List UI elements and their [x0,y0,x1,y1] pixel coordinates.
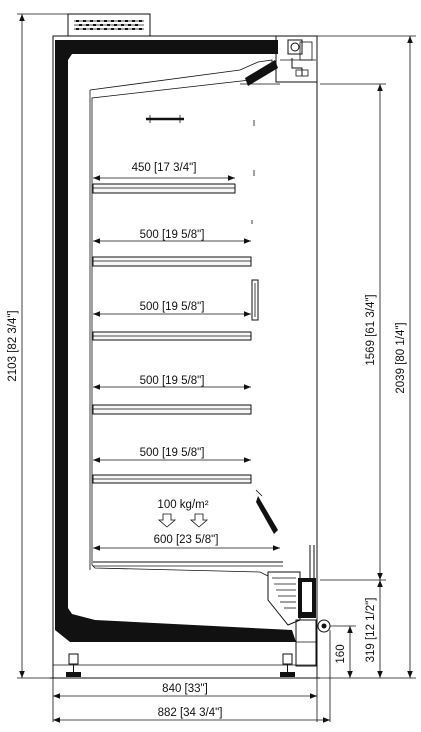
dimension-height-319: 319 [12 1/2"] [365,580,383,678]
front-deflector [255,489,278,534]
adjustable-foot-rear [66,653,81,677]
dimension-shelf-2-label: 500 [19 5/8"] [140,229,205,241]
dimension-base-deck-label: 600 [23 5/8"] [154,534,219,546]
canopy-light [146,115,184,123]
shelf-4 [92,404,252,415]
dimension-shelf-5-label: 500 [19 5/8"] [140,447,205,459]
load-arrow-left-icon [157,513,177,528]
base-deck [93,561,283,567]
adjustable-foot-front [280,653,295,677]
dimension-shelf-3: 500 [19 5/8"] [93,301,251,317]
dimension-height-1569: 1569 [61 3/4"] [320,83,386,581]
dimension-base-deck: 600 [23 5/8"] [93,534,280,551]
dimension-shelf-4-label: 500 [19 5/8"] [140,375,205,387]
dimension-depth-total: 882 [34 3/4"] [53,630,331,723]
insulated-wall [55,40,296,642]
dimension-shelf-3-label: 500 [19 5/8"] [140,301,205,313]
dimension-height-319-label: 319 [12 1/2"] [365,598,377,663]
side-ticks [251,120,255,224]
cabinet-outline [50,35,320,679]
dimension-height-total: 2103 [82 3/4"] [7,13,68,679]
load-indicator: 100 kg/m² [157,499,209,528]
dimension-shelf-1-label: 450 [17 3/4"] [132,162,197,174]
evaporator-section [267,545,316,626]
dimension-height-1569-label: 1569 [61 3/4"] [365,294,377,365]
side-bracket [251,279,259,321]
dimension-shelf-2: 500 [19 5/8"] [93,229,251,244]
dimension-height-2039-label: 2039 [80 1/4"] [395,322,407,393]
front-bumper [295,619,331,667]
dimension-shelf-4: 500 [19 5/8"] [93,375,251,390]
dimension-shelf-1: 450 [17 3/4"] [93,162,235,181]
load-arrow-right-icon [189,513,209,528]
shelf-3 [92,331,252,341]
dimension-depth-total-label: 882 [34 3/4"] [158,707,223,719]
air-outlet [240,60,280,86]
dimension-height-160: 160 [330,625,356,678]
cabinet-body-outline [52,35,318,679]
ventilation-grille [67,13,151,37]
shelf-2 [92,256,252,267]
dimension-depth-inner-label: 840 [33"] [162,683,208,695]
dimension-height-160-label: 160 [335,644,347,663]
dimension-height-2039: 2039 [80 1/4"] [317,35,416,679]
fan-assembly [275,35,318,83]
dimension-shelf-5: 500 [19 5/8"] [93,447,251,463]
shelf-5 [92,474,252,484]
shelf-1 [92,183,236,194]
load-label: 100 kg/m² [157,499,208,511]
dimension-height-total-label: 2103 [82 3/4"] [7,310,19,381]
dimension-depth-inner: 840 [33"] [52,678,318,722]
